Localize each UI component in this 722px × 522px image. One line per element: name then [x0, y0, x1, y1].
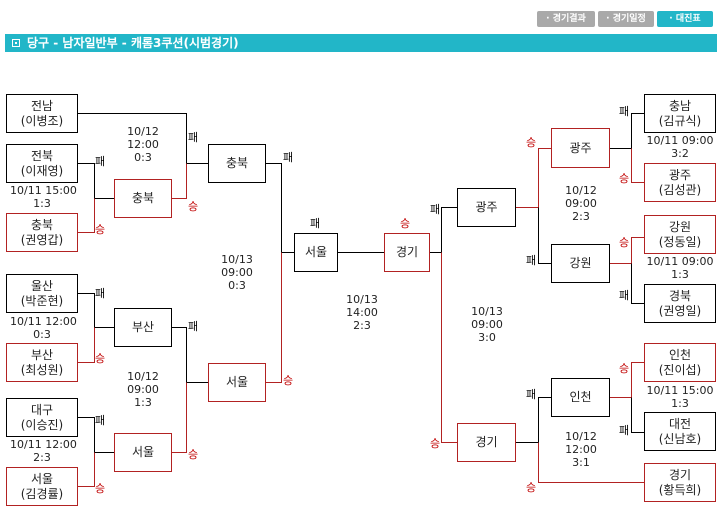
- loss-label: 패: [188, 320, 199, 333]
- right-r3-team: 광주: [457, 188, 516, 227]
- left-r2-team: 충북: [114, 179, 172, 218]
- win-label: 승: [619, 362, 630, 375]
- loss-label: 패: [310, 217, 321, 230]
- left-r1-team: 전북(이재영): [6, 144, 78, 183]
- win-label: 승: [400, 217, 411, 230]
- loss-label: 패: [95, 287, 106, 300]
- win-label: 승: [188, 448, 199, 461]
- tab-match-results[interactable]: · 경기결과: [537, 11, 595, 27]
- loss-label: 패: [95, 414, 106, 427]
- win-label: 승: [188, 200, 199, 213]
- right-r1-team: 경기(황득희): [644, 463, 716, 502]
- right-r1-team: 인천(진이섭): [644, 343, 716, 382]
- win-label: 승: [430, 437, 441, 450]
- loss-label: 패: [526, 254, 537, 267]
- loss-label: 패: [188, 131, 199, 144]
- left-semifinal-team: 서울: [294, 233, 338, 272]
- right-r1-team: 강원(정동일): [644, 215, 716, 254]
- loss-label: 패: [619, 424, 630, 437]
- loss-label: 패: [619, 105, 630, 118]
- win-label: 승: [283, 374, 294, 387]
- tab-match-schedule[interactable]: · 경기일정: [598, 11, 654, 27]
- loss-label: 패: [95, 155, 106, 168]
- right-r1-team: 광주(김성관): [644, 163, 716, 202]
- left-r3-team: 충북: [208, 144, 266, 183]
- right-r2-team: 인천: [551, 378, 610, 417]
- left-r2-team: 부산: [114, 308, 172, 347]
- right-r2-team: 강원: [551, 244, 610, 283]
- left-r2-team: 서울: [114, 433, 172, 472]
- win-label: 승: [619, 236, 630, 249]
- page-title-bar: 당구 - 남자일반부 - 캐롬3쿠션(시범경기): [5, 34, 717, 52]
- tab-bracket[interactable]: · 대진표: [657, 11, 713, 27]
- win-label: 승: [619, 172, 630, 185]
- left-r1-team: 부산(최성원): [6, 343, 78, 382]
- right-r1-team: 경북(권영일): [644, 284, 716, 323]
- left-r1-team: 충북(권영갑): [6, 213, 78, 252]
- champion-team: 경기: [384, 233, 430, 272]
- right-r1-team: 충남(김규식): [644, 94, 716, 133]
- right-r1-team: 대전(신남호): [644, 412, 716, 451]
- loss-label: 패: [283, 151, 294, 164]
- right-r2-team: 광주: [551, 128, 610, 168]
- right-r3-team: 경기: [457, 423, 516, 462]
- win-label: 승: [95, 223, 106, 236]
- loss-label: 패: [526, 388, 537, 401]
- loss-label: 패: [619, 289, 630, 302]
- left-r1-team: 전남(이병조): [6, 94, 78, 133]
- win-label: 승: [95, 352, 106, 365]
- loss-label: 패: [430, 203, 441, 216]
- win-label: 승: [526, 481, 537, 494]
- left-r1-team: 대구(이승진): [6, 398, 78, 437]
- left-r1-team: 서울(김경률): [6, 467, 78, 506]
- page-title: 당구 - 남자일반부 - 캐롬3쿠션(시범경기): [27, 36, 239, 50]
- left-r1-team: 울산(박준현): [6, 274, 78, 313]
- win-label: 승: [526, 136, 537, 149]
- left-r3-team: 서울: [208, 363, 266, 402]
- square-bullet-icon: [12, 39, 20, 47]
- win-label: 승: [95, 482, 106, 495]
